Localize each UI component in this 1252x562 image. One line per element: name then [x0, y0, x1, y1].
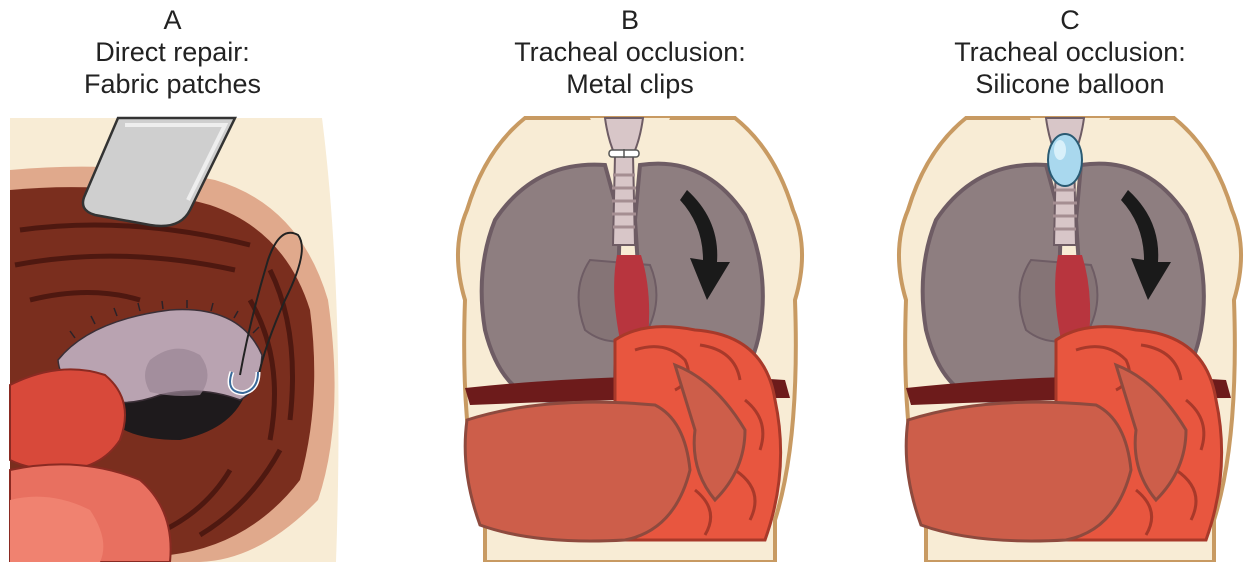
silicone-balloon-icon	[1048, 134, 1082, 186]
panel-letter: C	[888, 4, 1252, 36]
panel-letter: B	[445, 4, 815, 36]
panel-title-line2: Metal clips	[445, 68, 815, 100]
panel-a-caption: A Direct repair: Fabric patches	[0, 4, 345, 100]
panel-tracheal-balloon: C Tracheal occlusion: Silicone balloon	[888, 0, 1252, 562]
lung-lobe-foreground	[10, 369, 125, 470]
panel-title-line1: Direct repair:	[0, 36, 345, 68]
metal-clip-icon	[609, 149, 639, 158]
panel-title-line2: Fabric patches	[0, 68, 345, 100]
liver	[906, 402, 1131, 541]
panel-b-caption: B Tracheal occlusion: Metal clips	[445, 4, 815, 100]
liver	[465, 402, 690, 541]
panel-direct-repair: A Direct repair: Fabric patches	[0, 0, 345, 562]
panel-tracheal-clips: B Tracheal occlusion: Metal clips	[445, 0, 815, 562]
panel-letter: A	[0, 4, 345, 36]
panel-title-line1: Tracheal occlusion:	[445, 36, 815, 68]
panel-c-caption: C Tracheal occlusion: Silicone balloon	[888, 4, 1252, 100]
panel-title-line1: Tracheal occlusion:	[888, 36, 1252, 68]
panel-title-line2: Silicone balloon	[888, 68, 1252, 100]
